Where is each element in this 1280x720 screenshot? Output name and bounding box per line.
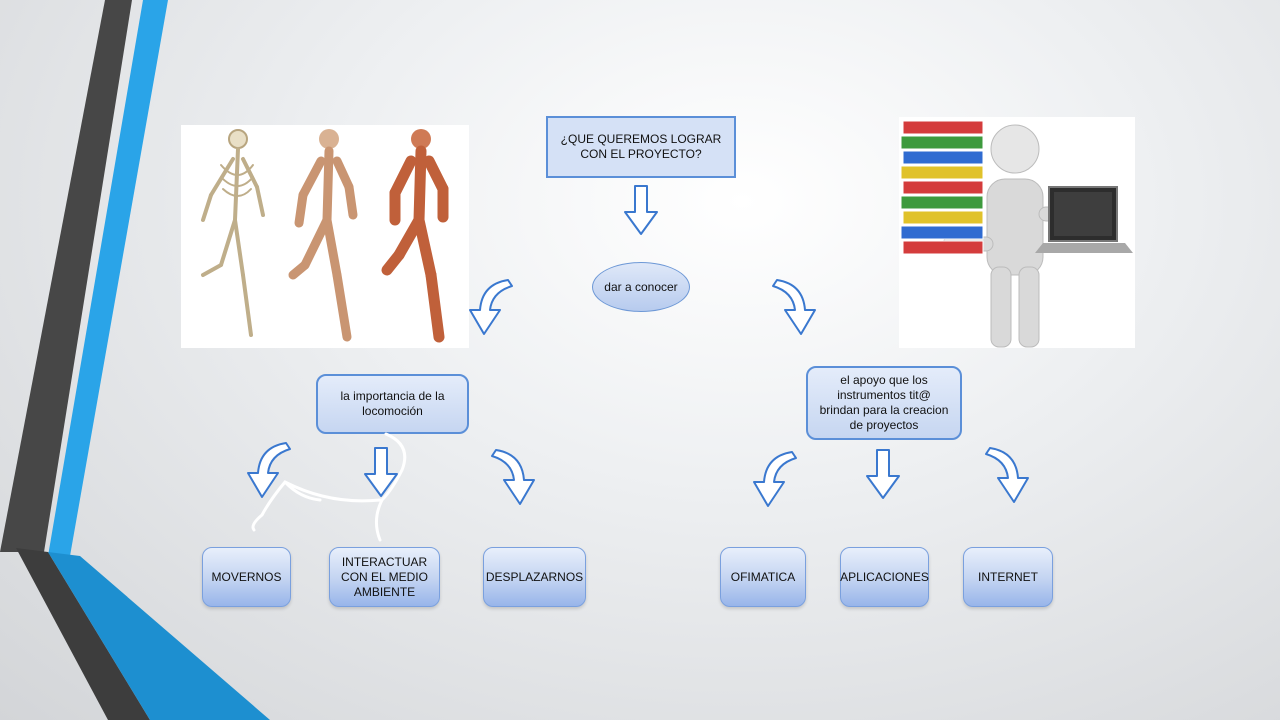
books-stack [900, 120, 984, 255]
dark-stripe-lower [16, 548, 150, 720]
leaf-internet: INTERNET [963, 547, 1053, 607]
leaf-interactuar-text: INTERACTUAR CON EL MEDIO AMBIENTE [341, 554, 428, 599]
leaf-aplicaciones-text: APLICACIONES [840, 569, 929, 584]
skeleton-figure [201, 129, 265, 337]
dark-stripe [0, 0, 132, 552]
leaf-movernos: MOVERNOS [202, 547, 291, 607]
leaf-aplicaciones: APLICACIONES [840, 547, 929, 607]
books-laptop-figure-image [899, 117, 1135, 348]
leaf-ofimatica-text: OFIMATICA [730, 569, 796, 584]
left-branch-title-box: la importancia de la locomoción [316, 374, 469, 434]
laptop-icon [1035, 186, 1133, 253]
blue-stripe [48, 0, 168, 556]
blue-stripe-lower [48, 552, 270, 720]
left-branch-title-text: la importancia de la locomoción [340, 389, 445, 418]
leaf-desplazarnos: DESPLAZARNOS [483, 547, 586, 607]
leaf-ofimatica: OFIMATICA [720, 547, 806, 607]
right-branch-title-text: el apoyo que los instrumentos tit@ brind… [819, 373, 949, 432]
right-branch-title-box: el apoyo que los instrumentos tit@ brind… [806, 366, 962, 440]
center-oval-text: dar a conocer [604, 279, 678, 294]
semi-muscle-figure [288, 129, 358, 342]
center-oval-node: dar a conocer [592, 262, 690, 312]
project-goal-question-text: ¿QUE QUEREMOS LOGRAR CON EL PROYECTO? [560, 132, 722, 161]
project-goal-question-box: ¿QUE QUEREMOS LOGRAR CON EL PROYECTO? [546, 116, 736, 178]
muscle-figure [381, 129, 449, 343]
leaf-interactuar: INTERACTUAR CON EL MEDIO AMBIENTE [329, 547, 440, 607]
leaf-internet-text: INTERNET [978, 569, 1038, 584]
leaf-desplazarnos-text: DESPLAZARNOS [485, 569, 584, 584]
leaf-movernos-text: MOVERNOS [211, 569, 282, 584]
runners-anatomy-image [181, 125, 469, 348]
